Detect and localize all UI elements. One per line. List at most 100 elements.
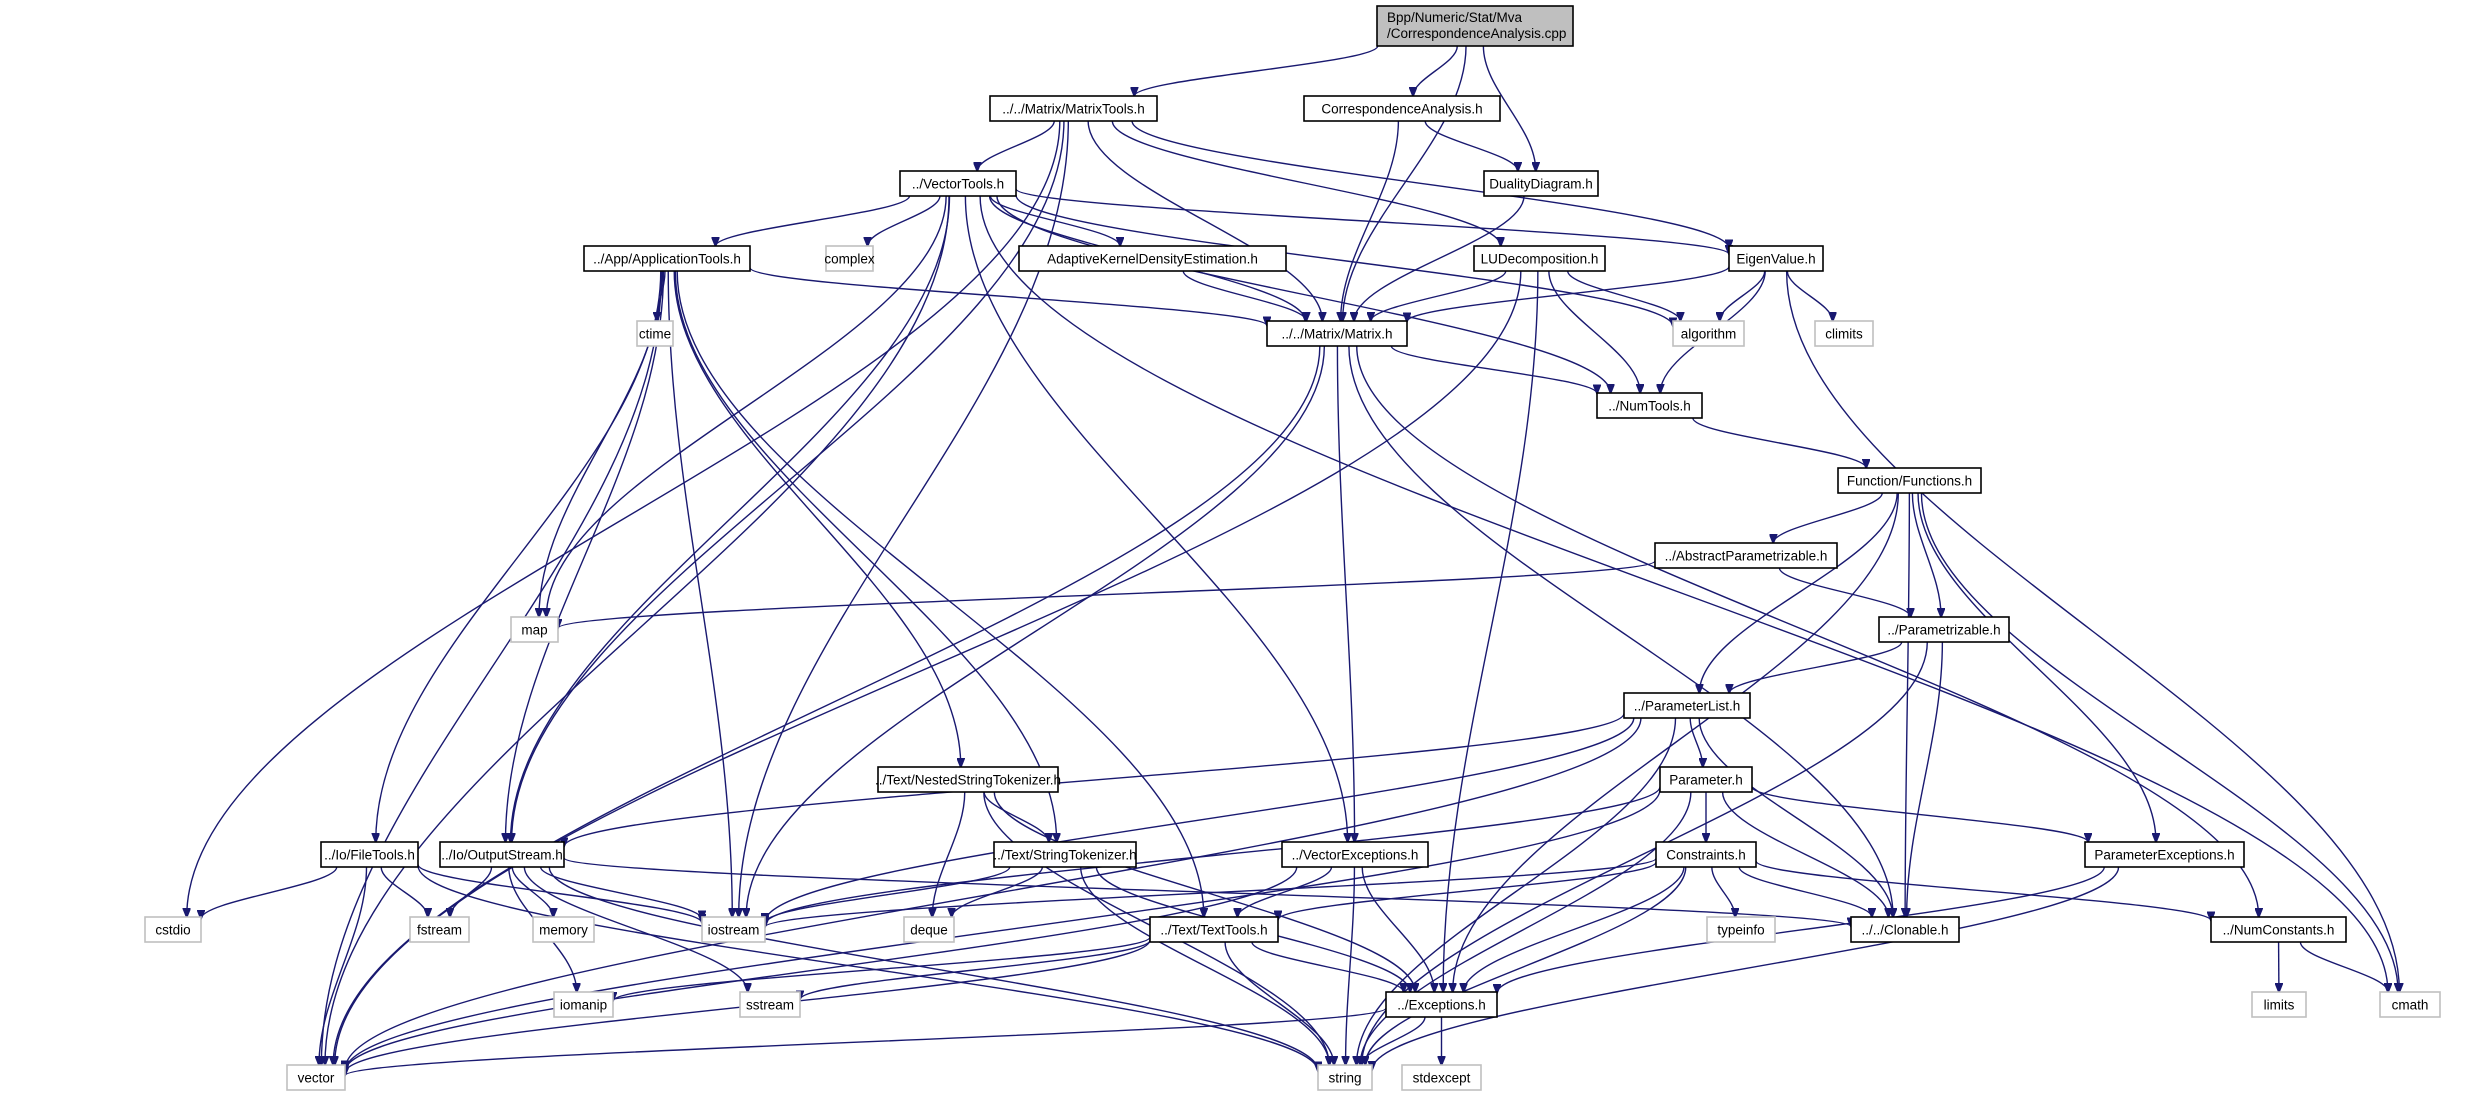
edge-vecexc-to-string [1346,866,1356,1065]
edge-vectortools-to-eigen [1015,188,1729,254]
edge-parametrizable-to-clonable [1907,641,1944,917]
node-box[interactable] [1655,841,1757,868]
node-label: ../AbstractParametrizable.h [1665,549,1828,564]
edge-outstream-to-iostream [539,866,702,919]
node-lu[interactable]: LUDecomposition.h [1473,245,1606,272]
node-label: /CorrespondenceAnalysis.cpp [1387,26,1566,41]
edge-outstream-to-memory [511,866,553,917]
edge-vectortools-to-vector [325,195,950,1065]
edge-matrixtools-to-vectortools [977,120,1055,171]
node-box[interactable] [439,841,565,868]
node-box[interactable] [877,766,1059,793]
edge-apptools-to-filetools [376,270,662,842]
edge-eigen-to-algorithm [1720,270,1766,321]
node-box[interactable] [583,245,751,272]
node-label: memory [539,923,588,938]
node-matrixtools[interactable]: ../../Matrix/MatrixTools.h [989,95,1158,122]
node-box[interactable] [2210,916,2347,943]
node-matrix[interactable]: ../../Matrix/Matrix.h [1266,320,1408,347]
node-label: typeinfo [1717,923,1764,938]
node-label: ../NumConstants.h [2223,923,2335,938]
edge-matrix-to-vector [333,345,1321,1065]
node-vecexc[interactable]: ../VectorExceptions.h [1281,841,1429,868]
node-box[interactable] [1878,616,2010,643]
edge-constraints-to-clonable [1738,866,1872,917]
node-box[interactable] [1659,766,1753,793]
node-memory: memory [532,916,595,943]
node-box[interactable] [1303,95,1501,122]
node-box[interactable] [1149,916,1279,943]
node-parameter[interactable]: Parameter.h [1659,766,1753,793]
edge-vectortools-to-cmath [979,195,2388,992]
node-sstream: sstream [739,991,801,1018]
node-box[interactable] [1623,692,1751,719]
node-akde[interactable]: AdaptiveKernelDensityEstimation.h [1018,245,1287,272]
node-vectortools[interactable]: ../VectorTools.h [899,170,1017,197]
edge-constraints-to-texttools [1278,861,1657,920]
node-label: map [521,623,547,638]
node-label: ../ParameterList.h [1634,699,1741,714]
edge-lu-to-exceptions [1443,270,1539,992]
node-label: algorithm [1681,327,1737,342]
node-numtools[interactable]: ../NumTools.h [1596,392,1703,419]
node-parametrizable[interactable]: ../Parametrizable.h [1878,616,2010,643]
node-box[interactable] [2084,841,2245,868]
node-box[interactable] [899,170,1017,197]
node-paramexc[interactable]: ParameterExceptions.h [2084,841,2245,868]
node-label: Bpp/Numeric/Stat/Mva [1387,10,1523,25]
node-eigen[interactable]: EigenValue.h [1728,245,1824,272]
node-box[interactable] [1837,467,1982,494]
edge-matrix-to-vecexc [1336,345,1354,842]
node-clonable[interactable]: ../../Clonable.h [1850,916,1960,943]
edge-strtok-to-string [1080,866,1330,1065]
node-corrh[interactable]: CorrespondenceAnalysis.h [1303,95,1501,122]
node-label: fstream [417,923,462,938]
node-filetools[interactable]: ../Io/FileTools.h [320,841,419,868]
node-label: ../Parametrizable.h [1887,623,2000,638]
node-constraints[interactable]: Constraints.h [1655,841,1757,868]
edge-nested-to-strtok [983,791,1049,842]
node-box[interactable] [1728,245,1824,272]
edge-parameter-to-clonable [1721,791,1889,917]
node-box[interactable] [1654,542,1838,569]
node-box[interactable] [993,841,1137,868]
edge-matrixtools-to-eigen [1131,120,1729,248]
node-box [825,245,874,272]
node-ctime: ctime [636,320,674,347]
node-box[interactable] [1850,916,1960,943]
edge-matrixtools-to-lu [1111,120,1500,246]
edge-eigen-to-cmath [1785,270,2400,992]
node-outstream[interactable]: ../Io/OutputStream.h [439,841,565,868]
node-paramlist[interactable]: ../ParameterList.h [1623,692,1751,719]
node-abspar[interactable]: ../AbstractParametrizable.h [1654,542,1838,569]
node-nested[interactable]: ../Text/NestedStringTokenizer.h [875,766,1061,793]
node-box[interactable] [1596,392,1703,419]
node-exceptions[interactable]: ../Exceptions.h [1385,991,1498,1018]
node-texttools[interactable]: ../Text/TextTools.h [1149,916,1279,943]
node-box[interactable] [1385,991,1498,1018]
node-numconst[interactable]: ../NumConstants.h [2210,916,2347,943]
node-box[interactable] [1018,245,1287,272]
node-label: cmath [2392,998,2429,1013]
node-duality[interactable]: DualityDiagram.h [1483,170,1599,197]
node-apptools[interactable]: ../App/ApplicationTools.h [583,245,751,272]
node-box[interactable] [989,95,1158,122]
node-box[interactable] [1376,5,1574,47]
node-box[interactable] [1281,841,1429,868]
edge-root-to-duality [1482,45,1535,171]
node-box[interactable] [1266,320,1408,347]
node-box[interactable] [1473,245,1606,272]
node-box[interactable] [1483,170,1599,197]
node-functions[interactable]: Function/Functions.h [1837,467,1982,494]
node-box [510,616,559,643]
node-box[interactable] [320,841,419,868]
node-strtok[interactable]: ../Text/StringTokenizer.h [993,841,1137,868]
edge-vecexc-to-exceptions [1361,866,1434,992]
node-limits: limits [2251,991,2307,1018]
node-root[interactable]: Bpp/Numeric/Stat/Mva/CorrespondenceAnaly… [1376,5,1574,47]
node-label: DualityDiagram.h [1489,177,1593,192]
node-label: deque [910,923,948,938]
edge-paramlist-to-outstream [564,713,1625,846]
node-label: AdaptiveKernelDensityEstimation.h [1047,252,1258,267]
edge-numtools-to-functions [1692,417,1866,468]
